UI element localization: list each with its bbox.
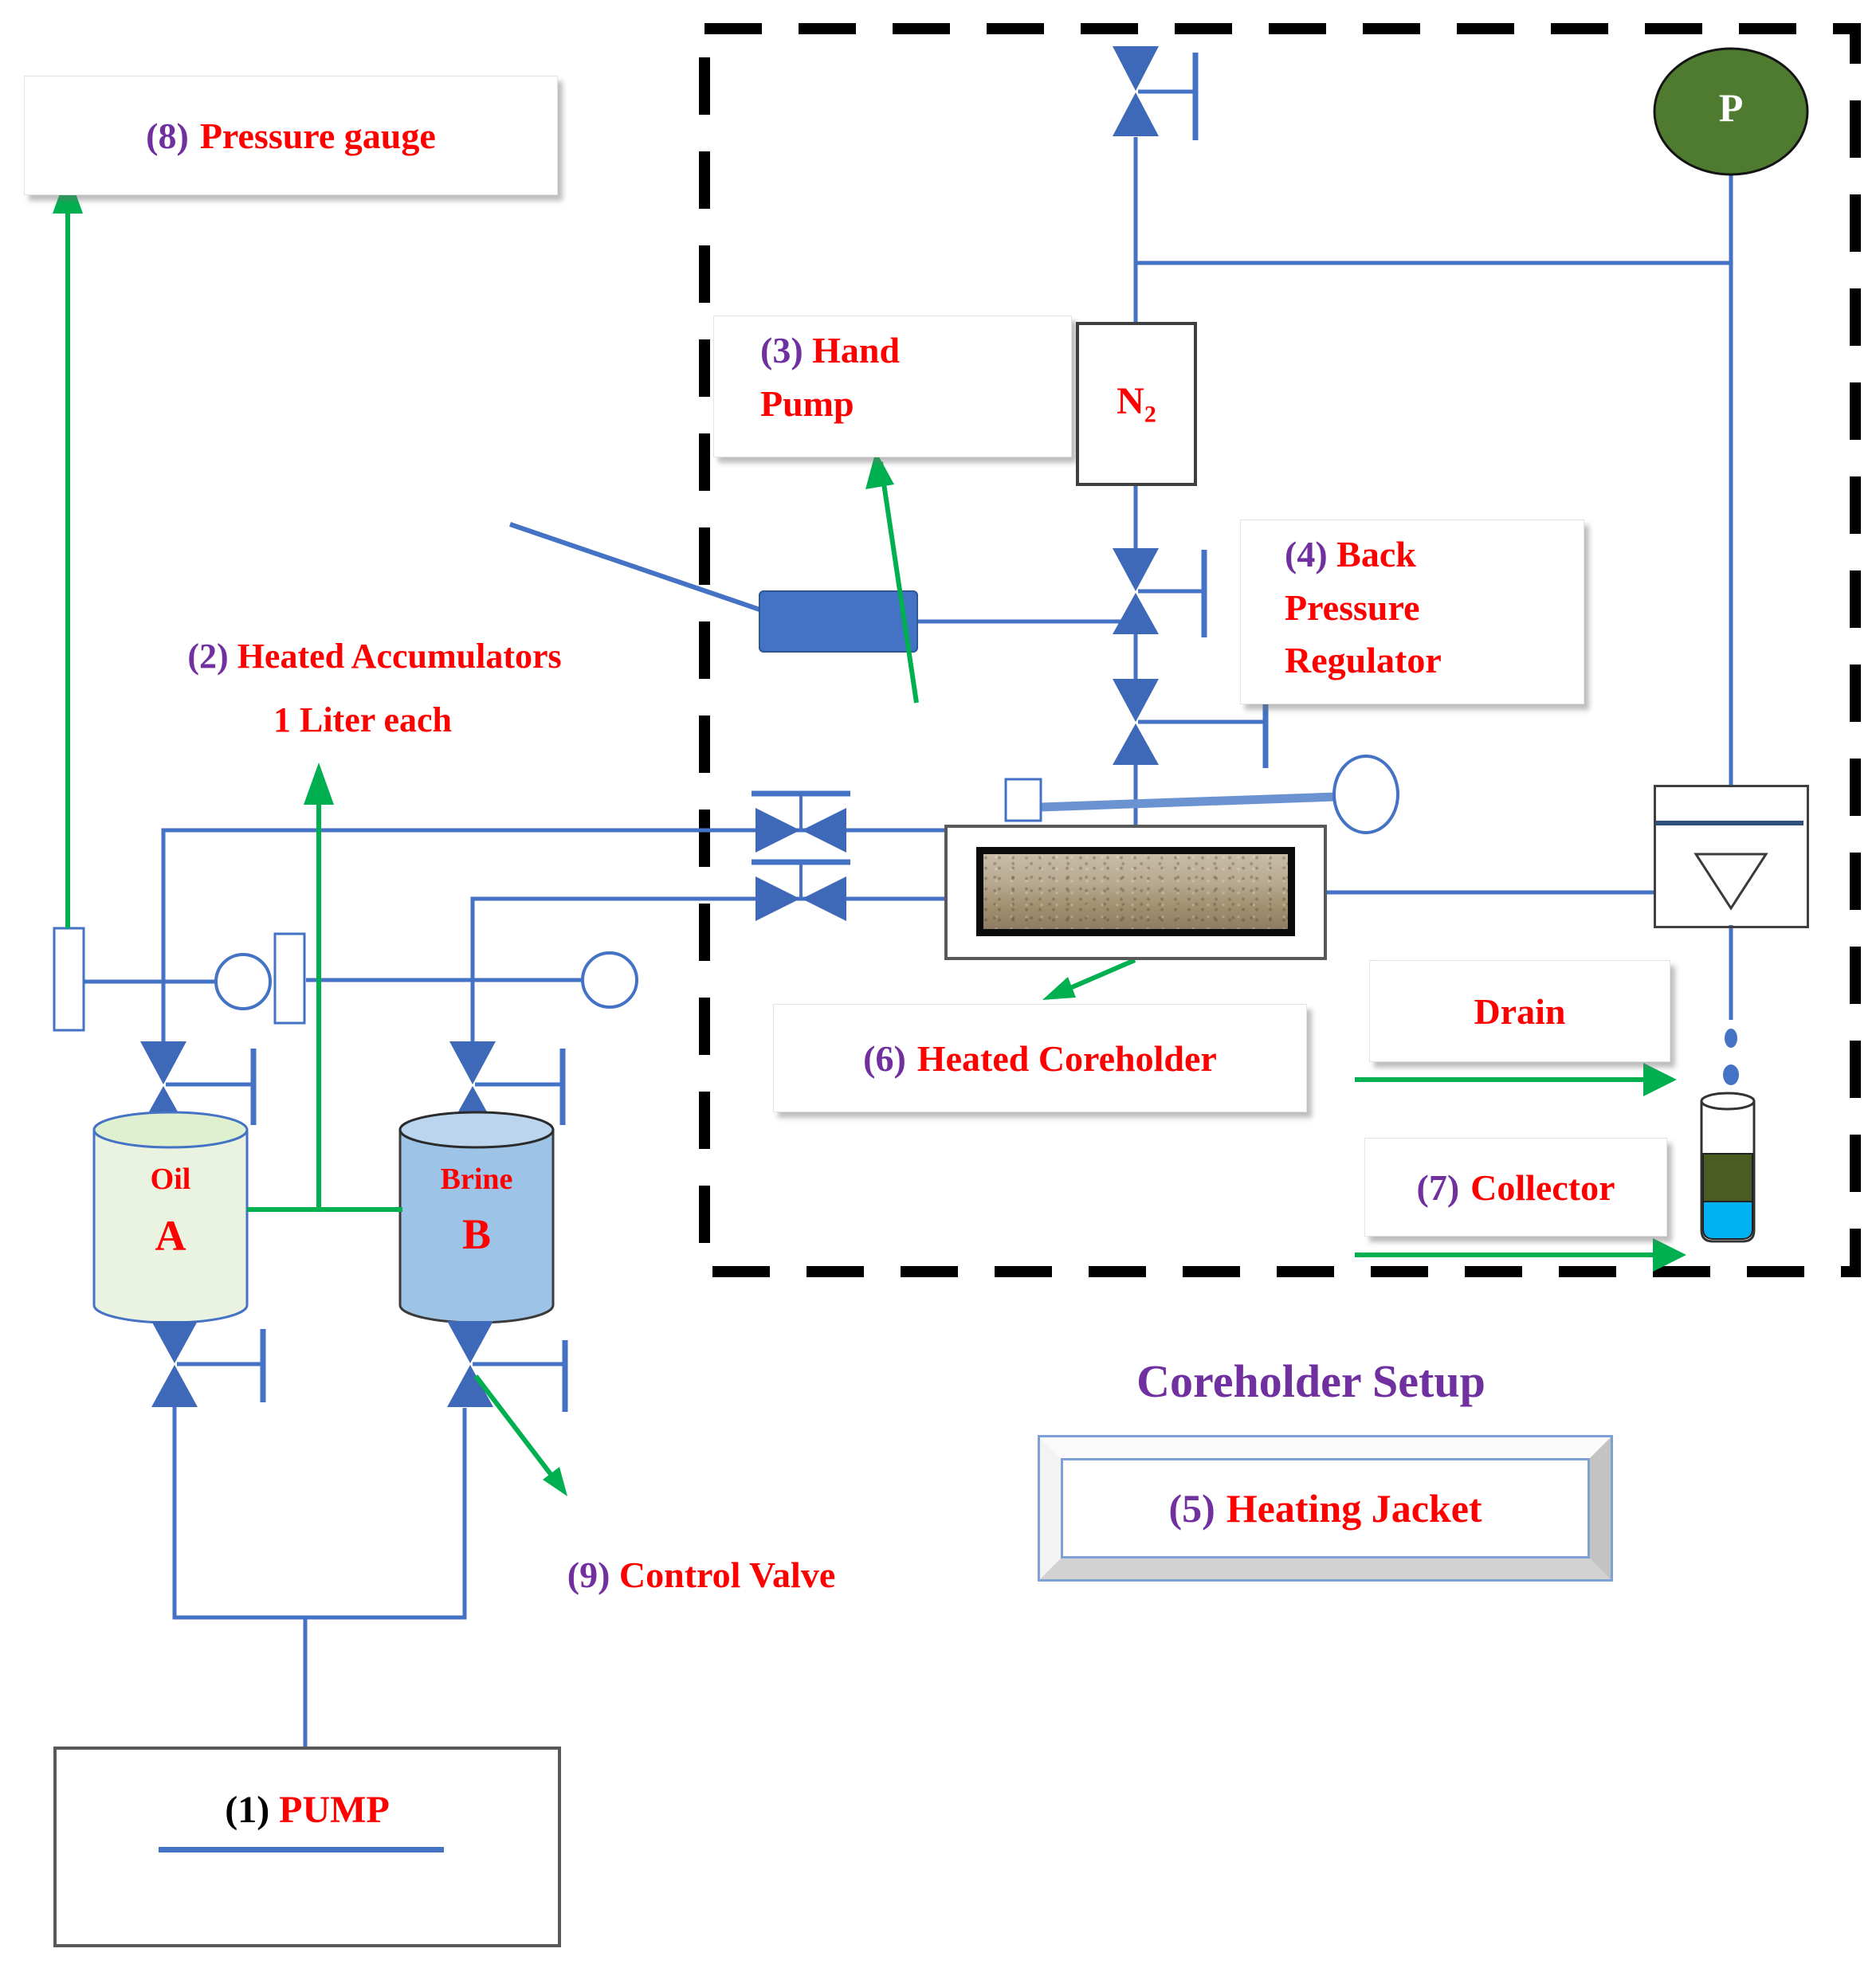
separator-funnel-box — [1654, 785, 1809, 928]
nitrogen-symbol: N2 — [1117, 380, 1156, 428]
accumulators-subcaption: 1 Liter each — [273, 700, 453, 739]
annotation-arrows — [53, 171, 1686, 1496]
dashed-boundary — [699, 23, 1861, 1277]
oil-outlet-valve-icon — [151, 1321, 266, 1407]
core-sample-image — [976, 847, 1295, 936]
pressure-gauge-text: Pressure gauge — [199, 115, 436, 156]
coreholder-feed-valve-bottom-icon — [752, 859, 850, 921]
accumulators-caption: (2) Heated Accumulators — [187, 637, 562, 676]
heated-coreholder-label: (6) Heated Coreholder — [773, 1004, 1307, 1112]
pressure-indicator-letter: P — [1718, 85, 1744, 130]
oil-id-label: A — [155, 1212, 186, 1260]
pump-box: (1) PUMP — [53, 1747, 561, 1947]
oil-accumulator-icon — [92, 1111, 249, 1324]
pump-caption: (1) PUMP — [225, 1789, 390, 1831]
heating-jacket-box: (5) Heating Jacket — [1040, 1437, 1611, 1579]
coreholder-feed-valve-top-icon — [752, 790, 850, 853]
pump-underline — [159, 1847, 444, 1852]
collector-vial-icon — [1700, 1092, 1756, 1243]
brine-transducer-icon — [273, 932, 306, 1025]
regulator-linkage-icon — [1004, 755, 1399, 834]
transducer-symbols — [53, 927, 638, 1032]
brine-outlet-control-valve-icon — [447, 1321, 568, 1412]
nitrogen-valve-icon — [1113, 548, 1207, 637]
back-pressure-regulator-label: (4) Back Pressure Regulator — [1240, 519, 1584, 704]
control-valve-caption: (9) Control Valve — [567, 1554, 836, 1595]
brine-id-label: B — [461, 1210, 492, 1258]
pressure-indicator-icon — [1653, 47, 1809, 176]
oil-dial-icon — [214, 953, 272, 1010]
diagram-title: Coreholder Setup — [1136, 1355, 1485, 1407]
oil-fluid-label: Oil — [150, 1162, 191, 1196]
brine-fluid-label: Brine — [440, 1162, 513, 1196]
droplets-icon — [1723, 1029, 1739, 1085]
nitrogen-box: N2 — [1076, 322, 1197, 486]
vent-valve-icon — [1113, 46, 1199, 140]
pressure-gauge-number: (8) — [146, 115, 189, 156]
collector-label: (7) Collector — [1364, 1138, 1667, 1237]
separator-internals-icon — [1655, 821, 1803, 911]
hand-pump-icon — [509, 522, 918, 653]
oil-transducer-icon — [53, 927, 85, 1032]
pressure-gauge-label: (8) Pressure gauge — [24, 76, 558, 195]
hand-pump-label: (3) Hand Pump — [713, 316, 1072, 457]
brine-accumulator-icon — [398, 1111, 555, 1324]
drain-label: Drain — [1369, 960, 1670, 1062]
brine-dial-icon — [581, 951, 638, 1009]
back-pressure-valve-icon — [1113, 679, 1269, 768]
